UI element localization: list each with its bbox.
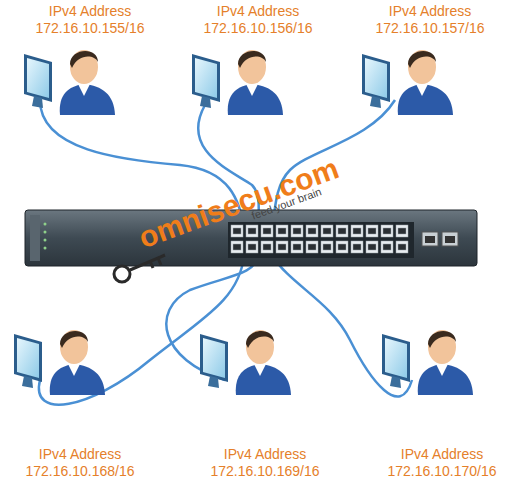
- address-heading: IPv4 Address: [36, 3, 145, 20]
- ip-address: 172.16.10.169/16: [211, 463, 320, 480]
- pc-icon: [200, 330, 291, 395]
- pc-icon: [24, 50, 115, 115]
- host-label: IPv4 Address172.16.10.170/16: [388, 446, 497, 480]
- ip-address: 172.16.10.157/16: [376, 20, 485, 37]
- host-label: IPv4 Address172.16.10.157/16: [376, 3, 485, 37]
- address-heading: IPv4 Address: [204, 3, 313, 20]
- network-switch: [25, 210, 477, 266]
- host-label: IPv4 Address172.16.10.156/16: [204, 3, 313, 37]
- host-label: IPv4 Address172.16.10.168/16: [26, 446, 135, 480]
- pc-icon: [14, 330, 105, 395]
- ip-address: 172.16.10.168/16: [26, 463, 135, 480]
- address-heading: IPv4 Address: [211, 446, 320, 463]
- address-heading: IPv4 Address: [26, 446, 135, 463]
- ip-address: 172.16.10.155/16: [36, 20, 145, 37]
- ip-address: 172.16.10.156/16: [204, 20, 313, 37]
- host-label: IPv4 Address172.16.10.155/16: [36, 3, 145, 37]
- address-heading: IPv4 Address: [388, 446, 497, 463]
- pc-icon: [382, 330, 473, 395]
- host-label: IPv4 Address172.16.10.169/16: [211, 446, 320, 480]
- key-logo: [114, 255, 165, 282]
- pc-icon: [362, 50, 453, 115]
- ip-address: 172.16.10.170/16: [388, 463, 497, 480]
- pc-icon: [192, 50, 283, 115]
- address-heading: IPv4 Address: [376, 3, 485, 20]
